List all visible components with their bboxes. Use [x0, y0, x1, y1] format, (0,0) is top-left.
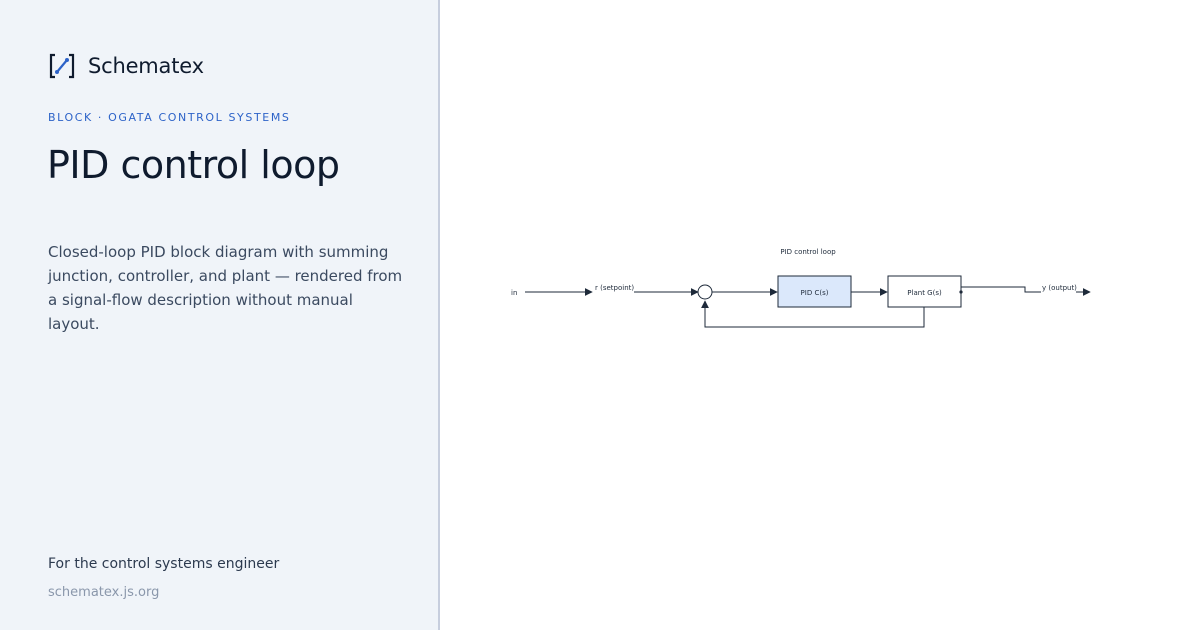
input-label: in: [511, 289, 517, 297]
brand[interactable]: Schematex: [48, 52, 204, 80]
feedback-path-line: [701, 300, 925, 328]
summing-junction: [697, 284, 713, 300]
page-title: PID control loop: [47, 143, 340, 187]
output-node: [959, 290, 963, 294]
audience-text: For the control systems engineer: [48, 556, 280, 572]
site-link[interactable]: schematex.js.org: [48, 585, 160, 600]
bracket-slash-logo-icon: [49, 53, 75, 79]
output-label: y (output): [1042, 284, 1077, 292]
controller-block: [777, 275, 852, 308]
diagram-title: PID control loop: [780, 248, 836, 256]
pid-block-diagram: PID control loop in r (setpoint) PID C(s…: [511, 248, 1091, 328]
output-connector-line: [961, 286, 1041, 293]
brand-name: Schematex: [88, 54, 204, 78]
eyebrow-category: BLOCK · OGATA CONTROL SYSTEMS: [48, 111, 291, 124]
page-description: Closed-loop PID block diagram with summi…: [48, 243, 403, 333]
info-panel: Schematex BLOCK · OGATA CONTROL SYSTEMS …: [0, 0, 440, 630]
controller-label: PID C(s): [801, 289, 829, 297]
plant-label: Plant G(s): [907, 289, 942, 297]
setpoint-label: r (setpoint): [595, 284, 634, 292]
diagram-panel: PID control loop in r (setpoint) PID C(s…: [442, 0, 1200, 630]
